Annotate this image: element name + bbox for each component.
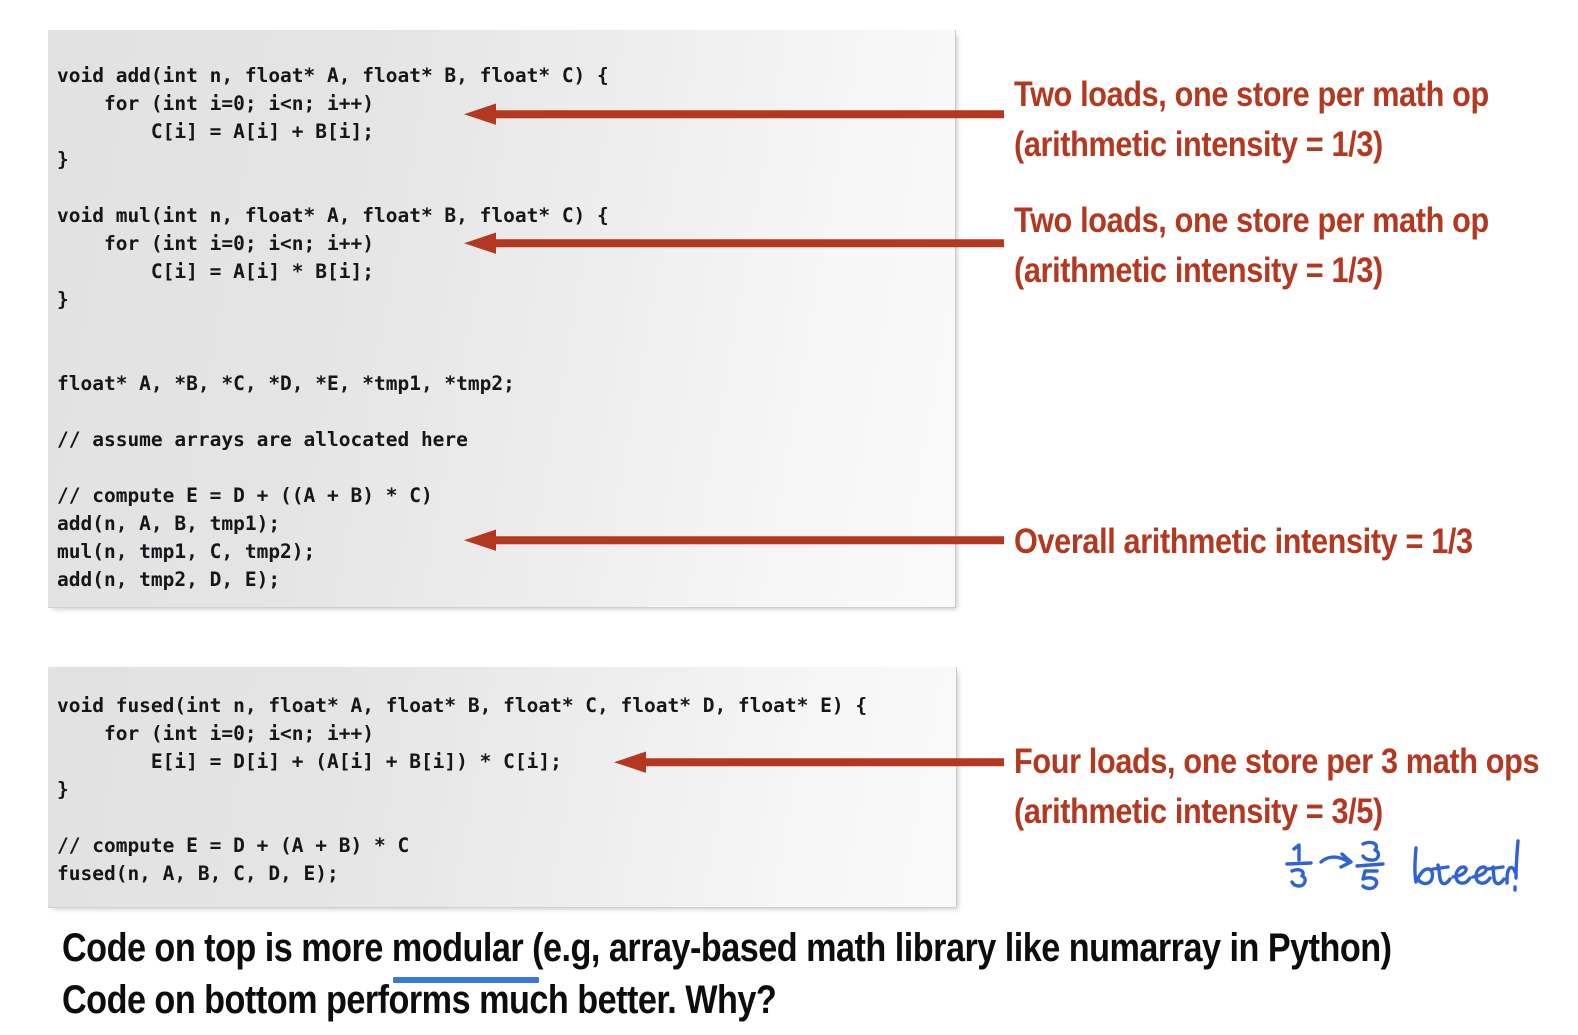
code-block-fused: void fused(int n, float* A, float* B, fl… [48,667,957,908]
caption-line-performance: Code on bottom performs much better. Why… [62,978,777,1022]
caption-line-modular: Code on top is more modular (e.g, array-… [62,926,1392,970]
annotation-add-arithmetic-intensity: Two loads, one store per math op (arithm… [1014,75,1489,164]
annotation-mul-arithmetic-intensity: Two loads, one store per math op (arithm… [1014,201,1489,290]
handwritten-fraction-three-fifths [1355,840,1385,891]
handwritten-word-better [1413,846,1517,886]
annotation-overall-arithmetic-intensity: Overall arithmetic intensity = 1/3 [1014,522,1473,561]
code-block-modular: void add(int n, float* A, float* B, floa… [48,30,956,608]
handwritten-fraction-one-third [1285,843,1313,888]
handwritten-note-better [1283,833,1523,901]
handwritten-arrow [1319,852,1353,869]
handwritten-exclamation [1513,839,1520,892]
annotation-fused-arithmetic-intensity: Four loads, one store per 3 math ops (ar… [1014,742,1540,831]
caption-underline-modular [393,977,539,983]
code-text-fused: void fused(int n, float* A, float* B, fl… [57,694,868,885]
code-text-modular: void add(int n, float* A, float* B, floa… [57,64,609,591]
